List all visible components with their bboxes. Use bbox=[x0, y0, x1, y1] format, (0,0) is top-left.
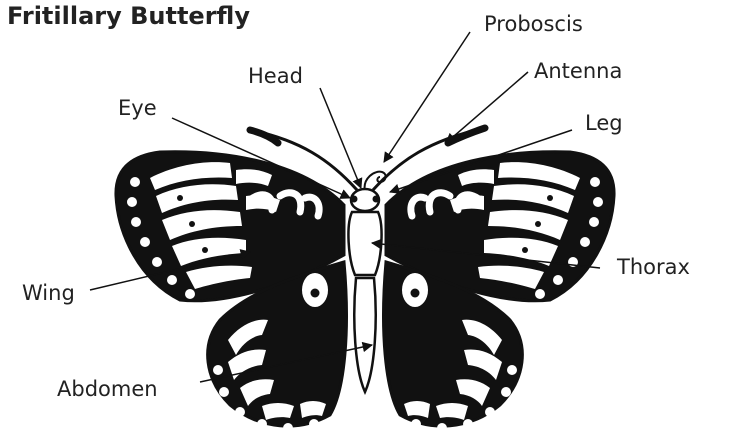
head-label: Head bbox=[248, 64, 303, 88]
wing-label: Wing bbox=[22, 281, 75, 305]
eye-label: Eye bbox=[118, 96, 157, 120]
abdomen bbox=[354, 278, 375, 392]
leg-label: Leg bbox=[585, 111, 623, 135]
proboscis-label: Proboscis bbox=[484, 12, 583, 36]
antenna-leader bbox=[446, 72, 528, 143]
thorax-label: Thorax bbox=[616, 255, 690, 279]
left-eye bbox=[351, 196, 358, 203]
abdomen-label: Abdomen bbox=[57, 377, 158, 401]
right-wings bbox=[384, 152, 615, 433]
antenna-label: Antenna bbox=[534, 59, 622, 83]
